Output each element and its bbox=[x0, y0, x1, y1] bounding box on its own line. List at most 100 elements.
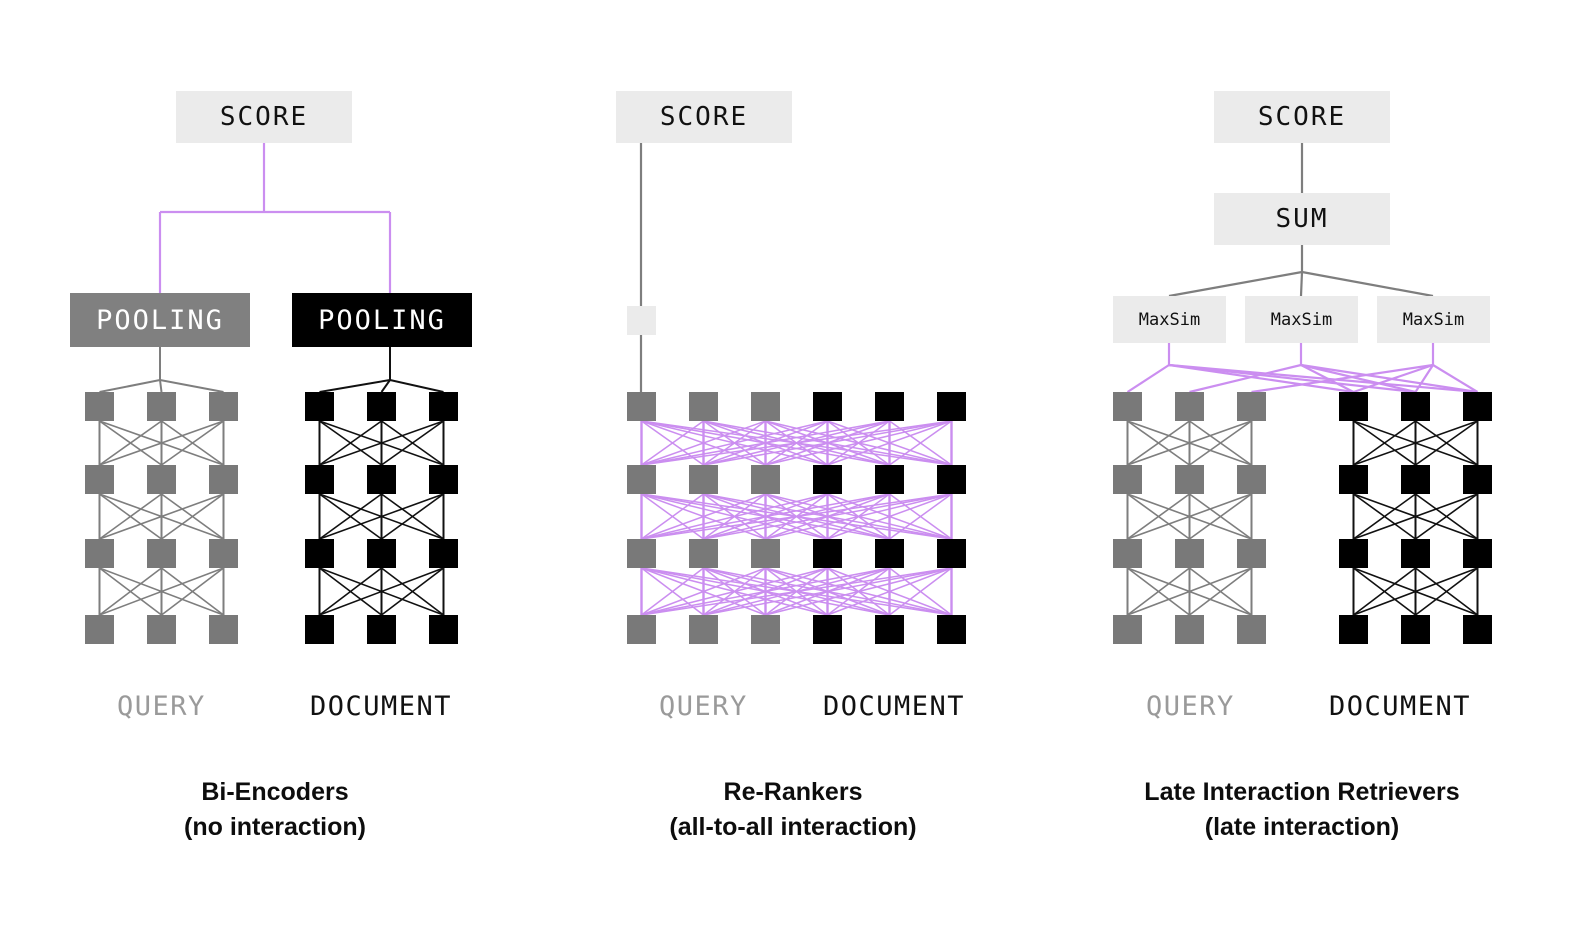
wire bbox=[1414, 364, 1434, 393]
wire bbox=[765, 567, 890, 616]
panel3-query-token-r3-c1 bbox=[1175, 615, 1204, 644]
wire bbox=[641, 420, 952, 466]
wire bbox=[381, 493, 444, 540]
panel3-document-token-r3-c0 bbox=[1339, 615, 1368, 644]
panel1-query-token-r0-c0 bbox=[85, 392, 114, 421]
panel2-query-token-r0-c1 bbox=[689, 392, 718, 421]
panel3-caption-line2: (late interaction) bbox=[1204, 812, 1400, 841]
wire bbox=[1415, 493, 1478, 540]
wire bbox=[765, 420, 952, 466]
wire bbox=[319, 567, 382, 616]
wire bbox=[641, 493, 890, 540]
wire bbox=[703, 493, 828, 540]
wire bbox=[641, 493, 766, 540]
panel3-document-token-r0-c0 bbox=[1339, 392, 1368, 421]
wire bbox=[1127, 567, 1252, 616]
wire bbox=[827, 420, 890, 466]
panel2-document-token-r3-c1 bbox=[875, 615, 904, 644]
panel3-query-column-label: QUERY bbox=[1146, 691, 1235, 722]
panel2-caption: Re-Rankers (all-to-all interaction) bbox=[600, 775, 986, 844]
wire bbox=[1189, 420, 1252, 466]
panel1-document-token-r1-c0 bbox=[305, 465, 334, 494]
panel3-query-token-r2-c0 bbox=[1113, 539, 1142, 568]
panel1-query-token-r0-c2 bbox=[209, 392, 238, 421]
wire bbox=[161, 493, 224, 540]
wire bbox=[641, 420, 704, 466]
panel1-document-token-r0-c1 bbox=[367, 392, 396, 421]
wire bbox=[1353, 567, 1478, 616]
panel1-document-token-r1-c1 bbox=[367, 465, 396, 494]
wire bbox=[319, 567, 444, 616]
wire bbox=[1353, 493, 1416, 540]
wire bbox=[765, 567, 890, 616]
panel3-query-token-r0-c0 bbox=[1113, 392, 1142, 421]
wire bbox=[641, 493, 952, 540]
panel2-caption-line1: Re-Rankers bbox=[723, 778, 863, 806]
panel3-query-token-r0-c1 bbox=[1175, 392, 1204, 421]
wire bbox=[381, 420, 444, 466]
wire bbox=[319, 420, 382, 466]
wire bbox=[380, 379, 391, 393]
wire bbox=[765, 420, 828, 466]
wire bbox=[827, 567, 952, 616]
wire bbox=[1127, 420, 1252, 466]
wire bbox=[765, 567, 952, 616]
wire bbox=[1168, 363, 1478, 394]
wire bbox=[319, 420, 444, 466]
wire bbox=[389, 379, 444, 393]
wire bbox=[827, 493, 952, 540]
wire bbox=[641, 567, 766, 616]
wire bbox=[703, 420, 890, 466]
wire bbox=[1353, 420, 1478, 466]
wire bbox=[1353, 420, 1416, 466]
wire bbox=[319, 567, 382, 616]
wire bbox=[641, 567, 828, 616]
wire bbox=[703, 493, 766, 540]
panel2-query-token-r0-c2 bbox=[751, 392, 780, 421]
panel1-query-token-r2-c2 bbox=[209, 539, 238, 568]
panel3-document-token-r2-c1 bbox=[1401, 539, 1430, 568]
wire bbox=[703, 493, 828, 540]
wire bbox=[703, 493, 952, 540]
wire bbox=[765, 493, 952, 540]
panel3-query-token-r3-c0 bbox=[1113, 615, 1142, 644]
wire bbox=[641, 493, 952, 540]
panel3-document-token-r2-c2 bbox=[1463, 539, 1492, 568]
wire bbox=[161, 567, 224, 616]
wire bbox=[641, 567, 828, 616]
panel2-query-token-r2-c1 bbox=[689, 539, 718, 568]
wire bbox=[641, 567, 890, 616]
wire bbox=[1301, 270, 1434, 298]
wire bbox=[703, 420, 952, 466]
wire bbox=[889, 420, 952, 466]
wire bbox=[703, 420, 952, 466]
wire bbox=[319, 420, 382, 466]
wire bbox=[1300, 364, 1355, 393]
wire bbox=[765, 420, 890, 466]
wire bbox=[1415, 420, 1478, 466]
wire bbox=[1353, 567, 1416, 616]
wire bbox=[703, 493, 952, 540]
panel1-document-token-r0-c2 bbox=[429, 392, 458, 421]
wire bbox=[381, 567, 444, 616]
wire bbox=[703, 420, 828, 466]
wire bbox=[1127, 567, 1252, 616]
wire bbox=[159, 379, 163, 393]
wire bbox=[1127, 493, 1190, 540]
wire bbox=[99, 420, 224, 466]
panel3-query-token-r0-c2 bbox=[1237, 392, 1266, 421]
wire bbox=[99, 493, 162, 540]
wire bbox=[99, 379, 161, 393]
wire bbox=[1126, 364, 1170, 393]
wire bbox=[827, 420, 952, 466]
wire bbox=[1127, 493, 1252, 540]
wire bbox=[889, 420, 952, 466]
panel3-document-token-r1-c1 bbox=[1401, 465, 1430, 494]
panel2-cls-token-box bbox=[627, 306, 656, 335]
panel3-document-column-label: DOCUMENT bbox=[1329, 691, 1472, 722]
wire bbox=[827, 567, 890, 616]
wire bbox=[765, 567, 828, 616]
panel1-query-token-r2-c1 bbox=[147, 539, 176, 568]
panel3-maxsim-box-2: MaxSim bbox=[1377, 296, 1490, 343]
wire bbox=[1168, 363, 1354, 394]
